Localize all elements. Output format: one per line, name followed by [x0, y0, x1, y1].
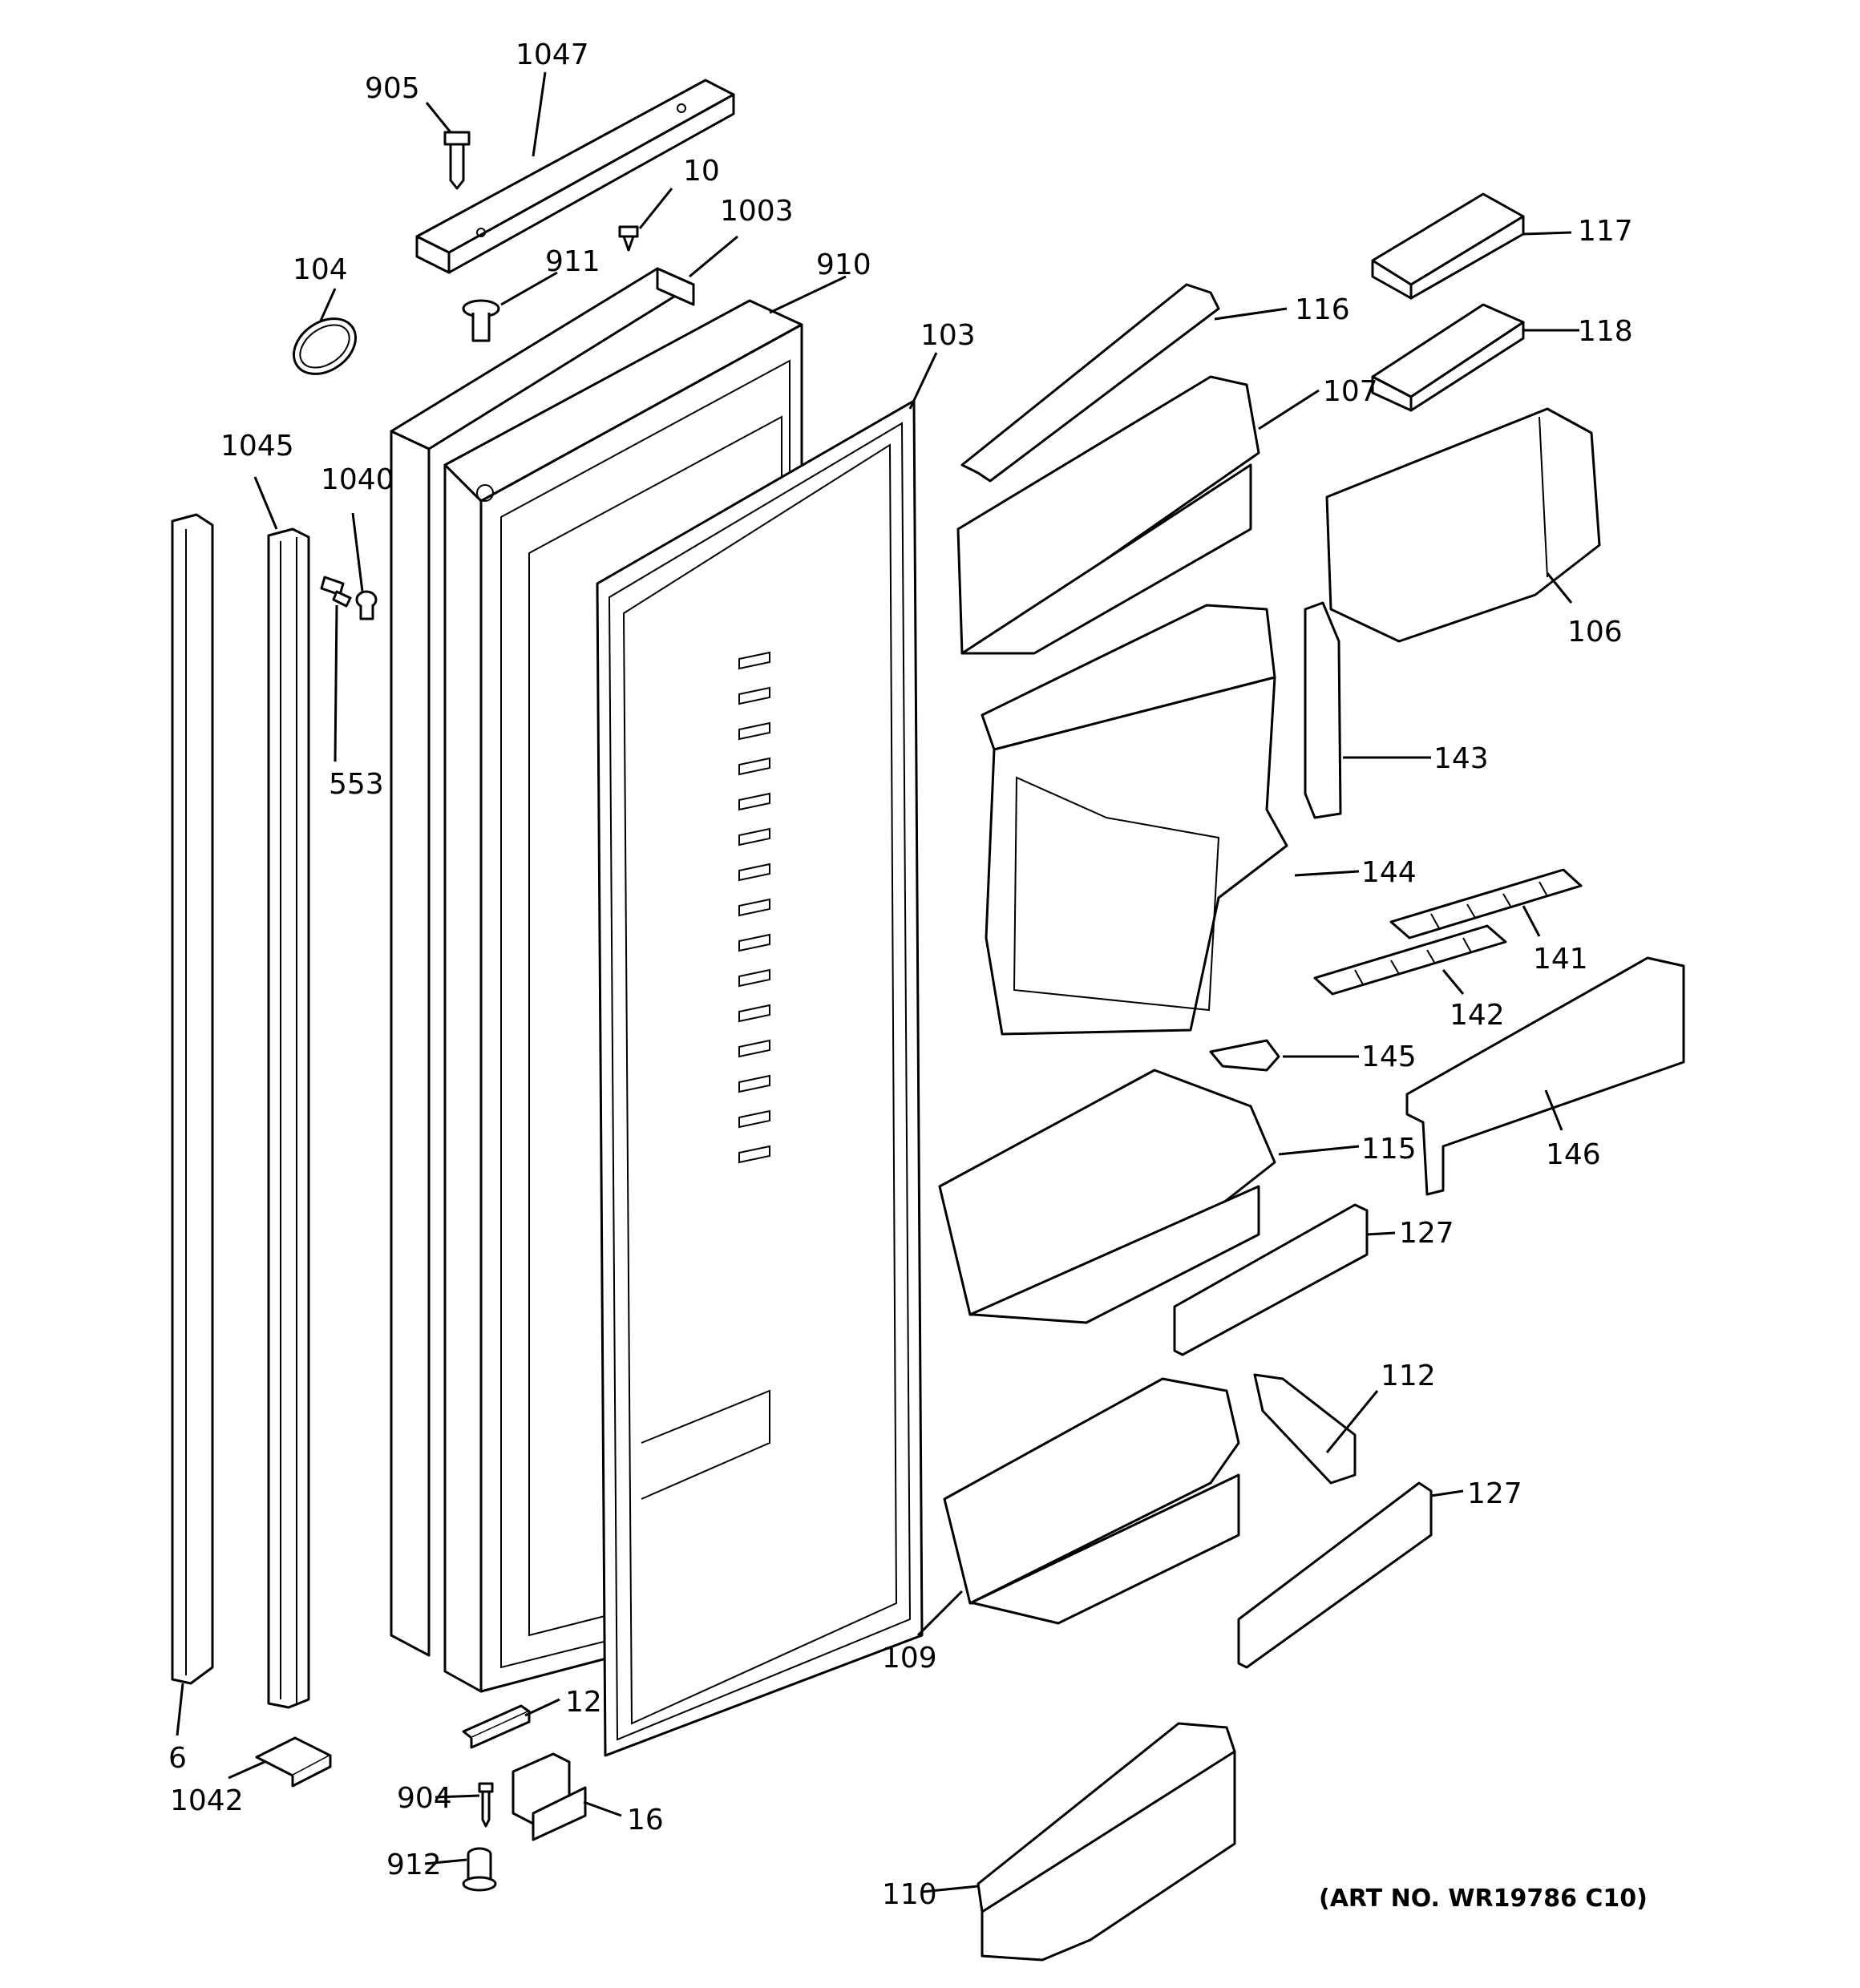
part-109-door-bin	[943, 1377, 1240, 1625]
part-911-bushing	[462, 299, 500, 342]
label-12: 12	[565, 1686, 602, 1719]
part-107-door-bin	[956, 375, 1260, 655]
label-141: 141	[1533, 943, 1588, 976]
label-146: 146	[1546, 1138, 1601, 1171]
label-553: 553	[329, 768, 384, 801]
part-106-dairy-door	[1325, 407, 1601, 643]
part-127-bin-front-upper	[1173, 1203, 1369, 1356]
label-1047: 1047	[516, 38, 589, 71]
label-144: 144	[1361, 856, 1417, 889]
part-912-pin	[462, 1847, 497, 1892]
door-shelf-slots	[738, 651, 770, 1164]
part-146-gallon-rack	[1405, 956, 1685, 1196]
label-912: 912	[386, 1849, 442, 1881]
label-109: 109	[882, 1642, 937, 1675]
part-112-divider	[1253, 1373, 1357, 1485]
part-117-cover	[1371, 192, 1525, 300]
part-127-bin-front-lower	[1237, 1481, 1433, 1669]
label-6: 6	[168, 1742, 187, 1775]
label-904: 904	[397, 1782, 452, 1815]
part-1042-bracket	[255, 1736, 332, 1788]
label-911: 911	[545, 245, 600, 278]
part-10-screw	[618, 225, 639, 252]
part-143-lever	[1304, 601, 1342, 819]
label-118: 118	[1578, 315, 1633, 348]
part-118-holder	[1371, 303, 1525, 412]
part-553-screw	[320, 576, 352, 608]
part-103-door-gasket	[596, 399, 924, 1757]
part-905-screw	[443, 131, 471, 190]
label-145: 145	[1361, 1040, 1417, 1073]
label-1042: 1042	[170, 1784, 244, 1817]
label-115: 115	[1361, 1133, 1417, 1166]
label-143: 143	[1433, 742, 1489, 775]
label-104: 104	[293, 253, 348, 286]
label-10: 10	[683, 155, 720, 188]
label-106: 106	[1567, 616, 1623, 649]
part-115-door-bin	[938, 1069, 1276, 1324]
art-number: (ART NO. WR19786 C10)	[1319, 1885, 1648, 1913]
label-16: 16	[627, 1804, 664, 1836]
label-1003: 1003	[720, 195, 794, 228]
label-116: 116	[1295, 293, 1350, 326]
part-104-ring	[293, 317, 357, 375]
part-142-ice-tray-lower	[1313, 924, 1507, 996]
label-117: 117	[1578, 215, 1633, 248]
label-905: 905	[365, 72, 420, 105]
label-107: 107	[1323, 375, 1378, 408]
part-16-hinge-cover	[512, 1752, 587, 1841]
part-116-rail	[960, 283, 1220, 483]
part-12-hinge-plate	[462, 1704, 531, 1749]
label-103: 103	[920, 319, 976, 352]
part-6-trim-strip	[171, 513, 214, 1685]
label-1040: 1040	[321, 463, 394, 496]
part-904-screw	[478, 1782, 494, 1828]
label-142: 142	[1450, 999, 1505, 1032]
part-141-ice-tray-upper	[1389, 868, 1583, 939]
part-1045-door-seal-channel	[267, 527, 310, 1709]
part-144-dispenser-module	[981, 604, 1288, 1036]
part-labels: 905 1047 10 1003 104 911 910 103 1045 10…	[168, 38, 1633, 1911]
part-1003-door-outer-panel	[390, 267, 695, 1657]
part-145-knob	[1209, 1039, 1280, 1072]
part-1040-plug	[355, 590, 378, 620]
label-910: 910	[816, 248, 871, 281]
label-1045: 1045	[220, 430, 294, 463]
part-1047-top-hinge-bracket	[415, 79, 735, 274]
leader-lines	[176, 71, 1579, 1893]
label-112: 112	[1381, 1360, 1436, 1392]
label-127-upper: 127	[1399, 1217, 1454, 1250]
part-110-bottom-door-bin	[976, 1722, 1236, 1962]
label-110: 110	[882, 1878, 937, 1911]
label-127-lower: 127	[1467, 1477, 1522, 1510]
